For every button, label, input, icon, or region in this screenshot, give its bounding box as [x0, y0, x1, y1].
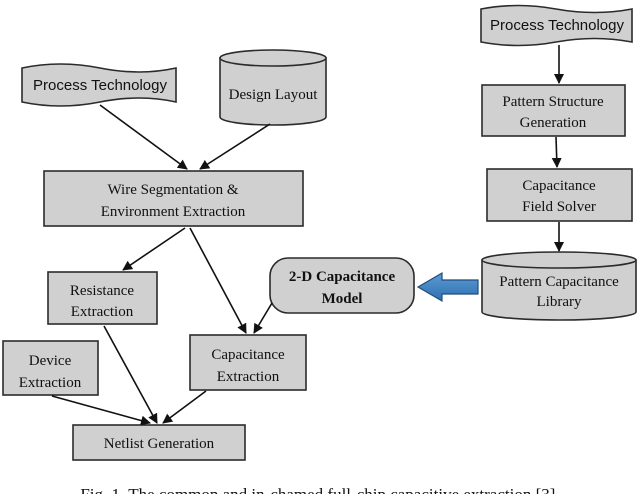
- netlist-generation-node: Netlist Generation: [72, 424, 246, 461]
- wire-segmentation-label-line2: Environment Extraction: [101, 204, 246, 220]
- pattern-structure-label-line2: Generation: [520, 115, 587, 131]
- design-layout-label: Design Layout: [229, 87, 319, 103]
- capacitance-extraction-label-line1: Capacitance: [211, 347, 285, 363]
- capacitance-extraction-node: Capacitance Extraction: [189, 334, 307, 391]
- device-extraction-node: Device Extraction: [2, 340, 99, 396]
- pattern-structure-label-line1: Pattern Structure: [502, 94, 604, 110]
- device-extraction-label-line1: Device: [29, 353, 72, 369]
- resistance-extraction-label-line1: Resistance: [70, 283, 134, 299]
- wire-segmentation-node: Wire Segmentation & Environment Extracti…: [43, 170, 304, 227]
- wire-segmentation-label-line1: Wire Segmentation &: [107, 182, 238, 198]
- arrow-capacitance-to-netlist: [162, 390, 207, 424]
- library-to-model-block-arrow: [416, 271, 479, 303]
- device-extraction-label-line2: Extraction: [19, 375, 82, 391]
- arrow-pattern-to-field-solver: [551, 136, 562, 168]
- pattern-structure-node: Pattern Structure Generation: [481, 84, 626, 137]
- field-solver-node: Capacitance Field Solver: [486, 168, 633, 222]
- arrow-design-layout-to-wire-seg: [199, 123, 271, 170]
- figure-caption: Fig. 1. The common and in-chamed full-ch…: [80, 485, 559, 494]
- process-technology-right-node: Process Technology: [480, 4, 633, 47]
- resistance-extraction-node: Resistance Extraction: [47, 271, 158, 325]
- netlist-generation-label: Netlist Generation: [104, 436, 215, 452]
- process-technology-left-label: Process Technology: [33, 77, 167, 94]
- resistance-extraction-label-line2: Extraction: [71, 304, 134, 320]
- pattern-library-label-line1: Pattern Capacitance: [499, 274, 619, 290]
- arrow-device-to-netlist: [51, 395, 151, 426]
- capacitance-model-label-line1: 2-D Capacitance: [289, 269, 396, 285]
- capacitance-extraction-label-line2: Extraction: [217, 369, 280, 385]
- arrow-wire-seg-to-resistance: [122, 227, 186, 271]
- pattern-library-node: Pattern Capacitance Library: [481, 251, 637, 321]
- design-layout-node: Design Layout: [219, 49, 327, 126]
- field-solver-label-line1: Capacitance: [522, 178, 596, 194]
- arrow-wire-seg-to-capacitance: [189, 227, 247, 334]
- arrow-resistance-to-netlist: [103, 325, 158, 424]
- capacitance-model-label-line2: Model: [322, 291, 363, 307]
- arrow-process-tech-to-wire-seg: [99, 104, 188, 170]
- field-solver-label-line2: Field Solver: [522, 199, 596, 215]
- arrow-model-to-capacitance: [253, 302, 273, 334]
- process-technology-left-node: Process Technology: [21, 63, 177, 107]
- pattern-library-label-line2: Library: [537, 294, 582, 310]
- capacitance-model-node: 2-D Capacitance Model: [269, 257, 415, 314]
- process-technology-right-label: Process Technology: [490, 17, 624, 34]
